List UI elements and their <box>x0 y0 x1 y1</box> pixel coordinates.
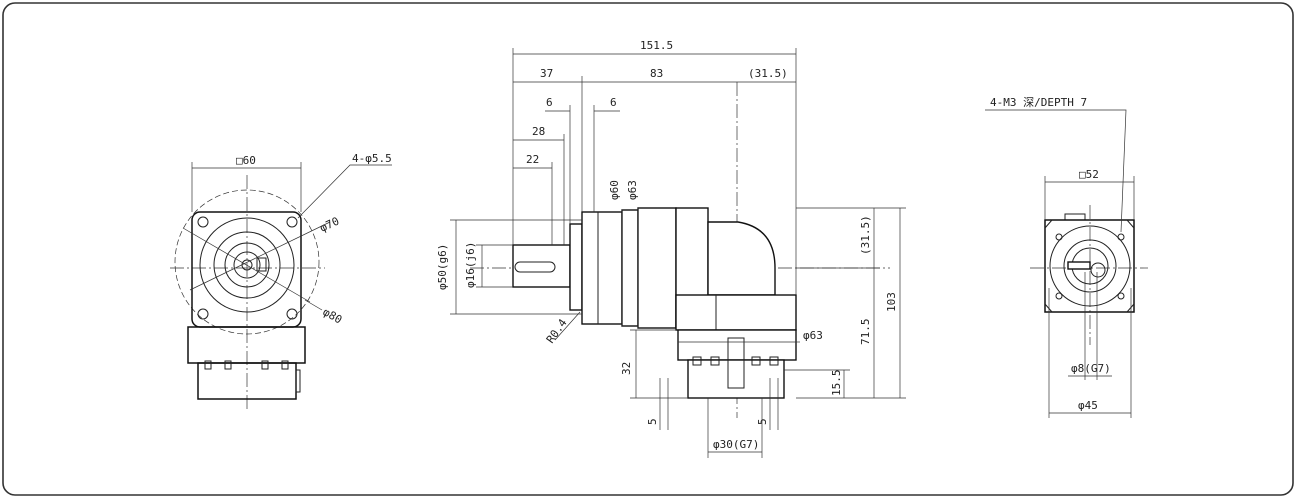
rear-outer-label: φ45 <box>1078 399 1098 412</box>
dim-flange-thk-right: 6 <box>610 96 617 109</box>
dim-output-offset: (31.5) <box>748 67 788 80</box>
dim-output-flange: φ63 <box>803 329 823 342</box>
dim-height-lower: 71.5 <box>859 319 872 346</box>
dim-flange-thk-left: 6 <box>546 96 553 109</box>
dim-height: 103 <box>885 292 898 312</box>
dim-right-5: 5 <box>756 418 769 425</box>
dim-bore: φ30(G7) <box>713 438 759 451</box>
dim-input-length: 37 <box>540 67 553 80</box>
dim-height-15-5: 15.5 <box>830 370 843 397</box>
dim-shaft-22: 22 <box>526 153 539 166</box>
rear-bore-label: φ8(G7) <box>1071 362 1111 375</box>
dim-height-32: 32 <box>620 362 633 375</box>
side-view: 151.5 37 83 (31.5) 6 6 28 22 φ60 φ63 φ50… <box>436 39 906 458</box>
front-view: □60 4-φ5.5 φ70 φ80 <box>170 152 392 410</box>
dim-overall-length: 151.5 <box>640 39 673 52</box>
dim-shaft-dia-60: φ60 <box>608 180 621 200</box>
front-square-label: □60 <box>236 154 256 167</box>
dim-shaft: φ16(j6) <box>464 242 477 288</box>
dim-body-length: 83 <box>650 67 663 80</box>
dim-pilot: φ50(g6) <box>436 244 449 290</box>
rear-view: 4-M3 深/DEPTH 7 □52 φ8(G7) φ45 <box>985 96 1148 418</box>
front-holes-label: 4-φ5.5 <box>352 152 392 165</box>
rear-square-label: □52 <box>1079 168 1099 181</box>
rear-tapped-holes-label: 4-M3 深/DEPTH 7 <box>990 96 1087 109</box>
dim-left-5: 5 <box>646 418 659 425</box>
dim-offset-top: (31.5) <box>859 215 872 255</box>
dim-shaft-dia-63: φ63 <box>626 180 639 200</box>
dim-shaft-28: 28 <box>532 125 545 138</box>
